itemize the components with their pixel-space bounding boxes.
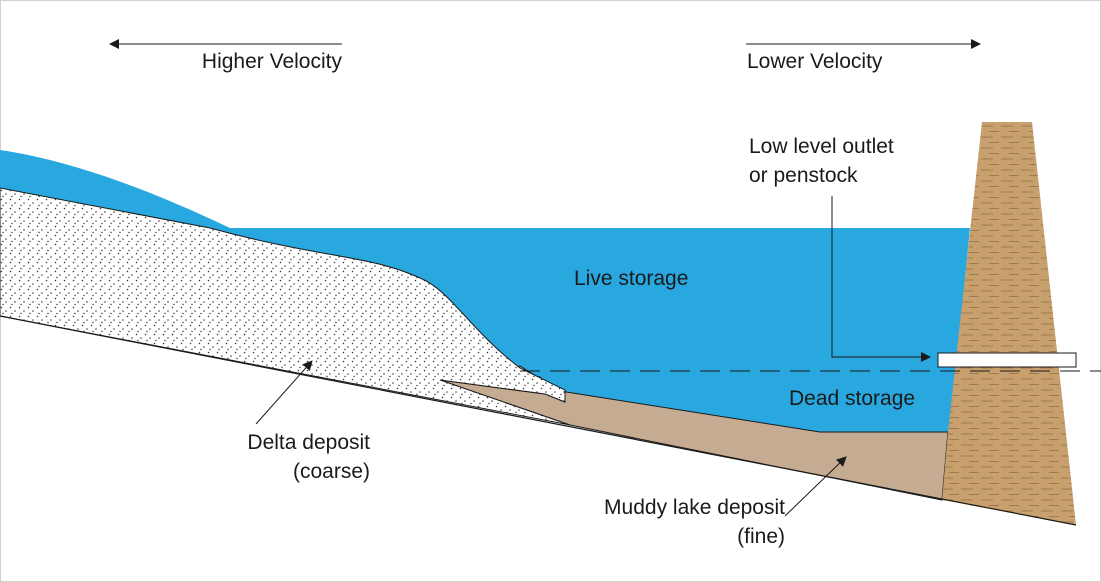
muddy-deposit-leader-arrow xyxy=(784,456,847,517)
higher-velocity-label: Higher Velocity xyxy=(202,50,343,73)
outlet-leader-arrow xyxy=(831,196,931,362)
muddy-deposit-label-line2: (fine) xyxy=(737,525,785,548)
riverbed-line xyxy=(0,315,1077,526)
delta-deposit-label-line2: (coarse) xyxy=(293,460,370,483)
lower-velocity-label: Lower Velocity xyxy=(747,50,883,73)
dead-storage-label: Dead storage xyxy=(789,387,915,410)
muddy-deposit-label-line1: Muddy lake deposit xyxy=(604,496,785,519)
outlet-label-line1: Low level outlet xyxy=(749,135,894,158)
low-level-outlet-pipe xyxy=(937,352,1077,368)
reservoir-water xyxy=(0,150,970,432)
delta-deposit xyxy=(0,187,571,426)
delta-deposit-leader-arrow xyxy=(255,360,313,425)
delta-deposit-label-line1: Delta deposit xyxy=(247,431,370,454)
outlet-label-line2: or penstock xyxy=(749,164,858,187)
dam xyxy=(942,122,1076,525)
live-storage-label: Live storage xyxy=(574,267,688,290)
